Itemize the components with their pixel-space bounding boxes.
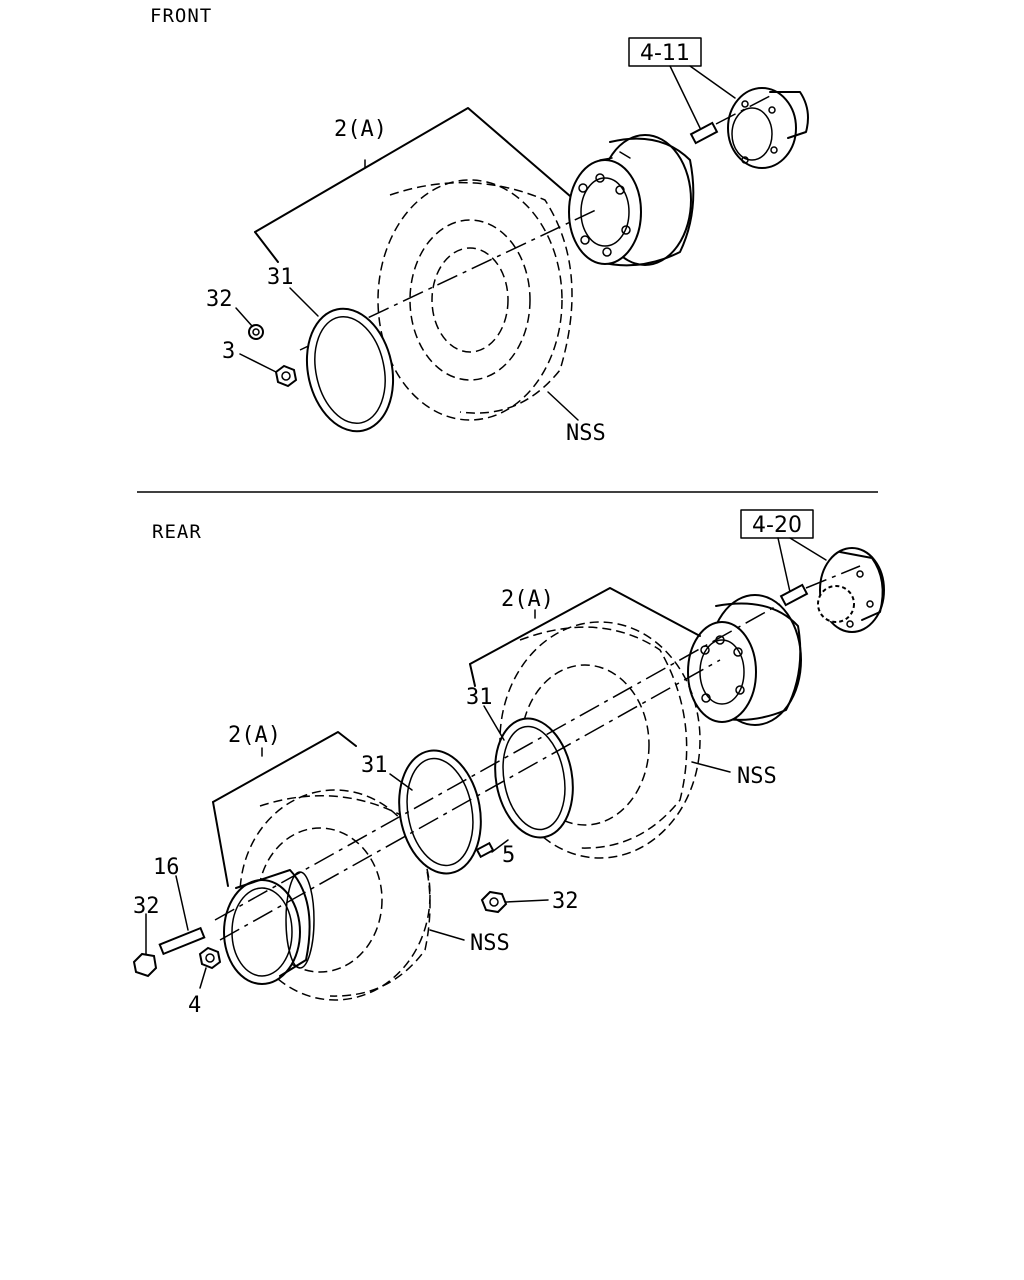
front-cap-leader (235, 307, 253, 327)
rear-label-outer-rim: 31 (466, 685, 493, 710)
rear-label-stud: 16 (153, 855, 180, 880)
front-stud (689, 95, 771, 145)
front-label-cap: 32 (206, 287, 233, 312)
rear-inner-rim-ring (398, 749, 482, 875)
rear-title: REAR (152, 521, 202, 543)
rear-stud (779, 565, 861, 607)
front-ref-box-frame (628, 37, 702, 67)
front-ref-box[interactable]: 4-11 (628, 37, 702, 67)
rear-ref-leader (777, 537, 827, 593)
rear-label-nut: 4 (188, 993, 201, 1018)
front-label-nut: 3 (222, 339, 235, 364)
rear-outer-wheel (223, 869, 315, 985)
rear-cap-right-leader (505, 899, 549, 903)
front-rim-ring (305, 307, 395, 433)
rear-label-outer-assembly: 2(A) (228, 723, 281, 748)
rear-section: REAR 4-20 (132, 509, 885, 1018)
rear-valve (475, 841, 495, 859)
front-title: FRONT (150, 5, 212, 27)
rear-stud-leader (175, 875, 189, 931)
front-assembly-bracket (254, 107, 571, 233)
front-wheel-disc (568, 134, 695, 267)
rear-label-inner-tire: NSS (737, 764, 777, 789)
rear-inner-rim-leader (389, 773, 413, 791)
rear-ref-box-frame (740, 509, 814, 539)
rear-hub (817, 547, 885, 633)
rear-long-stud (158, 926, 206, 956)
rear-outer-tire-leader (429, 929, 465, 941)
rear-cap-left (132, 952, 158, 978)
rear-outer-rim-leader (483, 705, 505, 741)
rear-label-cap-right: 32 (552, 889, 579, 914)
front-tire (377, 179, 573, 421)
rear-cap-right (480, 890, 508, 914)
front-assembly-bracket-foot (254, 231, 279, 263)
front-cap (248, 324, 264, 340)
rear-wheel-disc (687, 594, 802, 726)
rear-outer-assembly-bracket (212, 731, 357, 803)
rear-ref-box[interactable]: 4-20 (740, 509, 814, 539)
rear-outer-assembly-foot (212, 801, 229, 887)
rear-axis-line-a (219, 659, 721, 941)
rear-nut (198, 946, 222, 970)
front-tire-leader (547, 391, 579, 421)
front-hub (727, 87, 809, 169)
rear-label-outer-tire: NSS (470, 931, 510, 956)
rear-nut-leader (199, 967, 207, 989)
front-section: FRONT 4-11 (150, 5, 809, 446)
rear-label-valve: 5 (502, 843, 515, 868)
front-label-tire: NSS (566, 421, 606, 446)
rear-label-inner-assembly: 2(A) (501, 587, 554, 612)
rear-axis-line-b (214, 603, 781, 921)
front-nut (274, 364, 298, 388)
rear-inner-assembly-foot (469, 663, 476, 687)
front-nut-leader (239, 353, 277, 373)
front-label-rim: 31 (267, 265, 294, 290)
rear-ref-box-label: 4-20 (752, 513, 802, 538)
rear-valve-leader (491, 839, 509, 853)
rear-label-inner-rim: 31 (361, 753, 388, 778)
rear-label-cap-left: 32 (133, 894, 160, 919)
front-label-assembly: 2(A) (334, 117, 387, 142)
rear-inner-assembly-bracket (469, 587, 701, 665)
rear-inner-tire-leader (691, 761, 731, 773)
front-rim-leader (289, 287, 319, 317)
front-ref-box-label: 4-11 (640, 41, 690, 66)
front-ref-leader (669, 65, 736, 129)
